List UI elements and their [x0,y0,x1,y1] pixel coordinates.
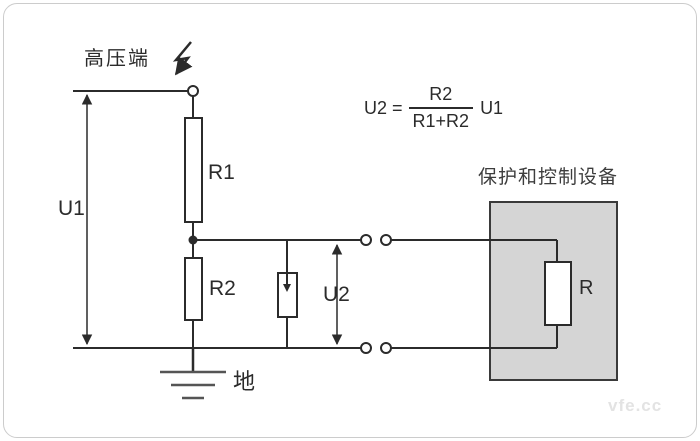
resistor-r2-branch [184,240,203,348]
lightning-bolt-icon [172,41,193,76]
r2-label: R2 [209,277,236,300]
resistor-r1 [184,117,203,223]
ground-rail [73,325,558,354]
device-resistor-label: R [579,277,594,299]
formula-lhs: U2 = [364,97,403,118]
u1-label: U1 [58,197,85,220]
ground-label: 地 [233,369,256,394]
watermark: vfe.cc [608,396,663,415]
resistor-r-device [544,261,572,326]
tap-wire-top [193,234,558,262]
r1-label: R1 [208,161,235,184]
u2-label: U2 [323,283,350,306]
divider-formula: U2 = R2 R1+R2 U1 [364,84,503,132]
formula-denominator: R1+R2 [408,107,474,132]
hv-top-wire [73,85,199,118]
resistor-r2 [184,257,203,321]
device-box-title: 保护和控制设备 [478,167,619,188]
formula-rhs: U1 [480,97,504,118]
surge-arrester-icon [277,240,298,348]
formula-numerator: R2 [429,84,453,104]
device-box [489,201,618,381]
formula-fraction: R2 R1+R2 [408,84,474,132]
hv-terminal-label: 高压端 [84,48,150,70]
earth-ground-icon [160,348,226,400]
